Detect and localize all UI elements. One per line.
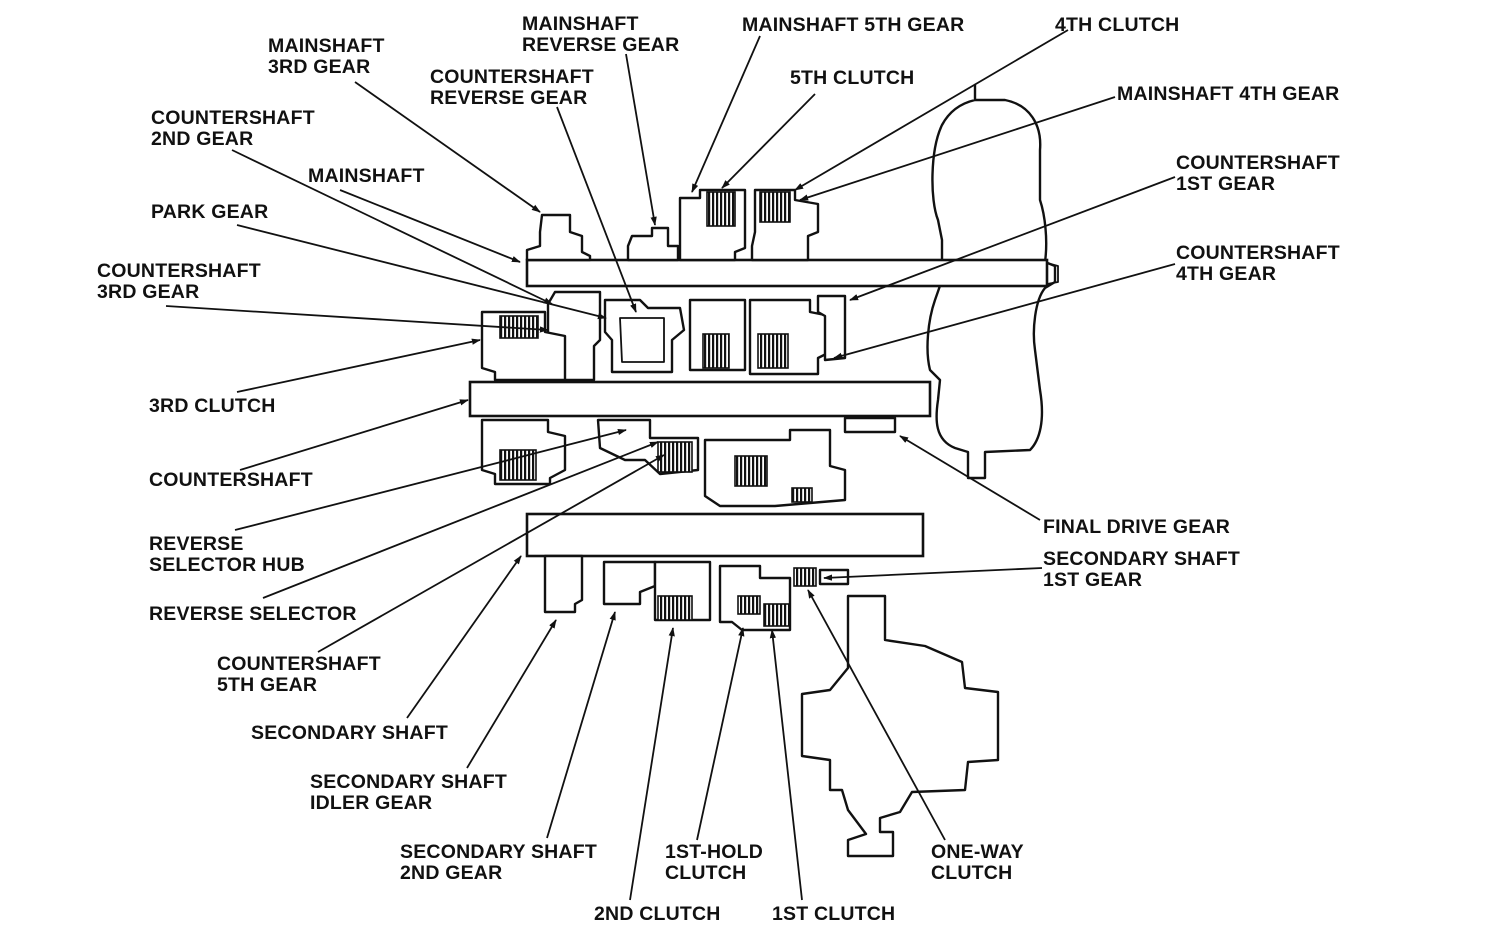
mainshaft-3rd-gear-part (525, 213, 592, 262)
label-countershaft-2nd-gear: COUNTERSHAFT 2ND GEAR (151, 107, 320, 150)
part-labels: MAINSHAFT 3RD GEAR MAINSHAFT REVERSE GEA… (97, 13, 1345, 925)
countershaft-body (468, 380, 932, 418)
countershaft-clutch-pack-left (702, 333, 730, 369)
secondary-shaft-2nd-gear-part (602, 560, 657, 606)
secondary-shaft-idler-gear-part (543, 554, 584, 614)
label-one-way-clutch: ONE-WAY CLUTCH (931, 841, 1029, 884)
label-final-drive-gear: FINAL DRIVE GEAR (1043, 516, 1230, 538)
label-2nd-clutch: 2ND CLUTCH (594, 903, 721, 925)
secondary-shaft-body (525, 512, 925, 558)
label-countershaft-reverse-gear: COUNTERSHAFT REVERSE GEAR (430, 66, 599, 109)
mainshaft-body (525, 258, 1049, 288)
label-mainshaft-4th-gear: MAINSHAFT 4TH GEAR (1117, 83, 1339, 105)
label-mainshaft: MAINSHAFT (308, 165, 425, 187)
one-way-clutch-pack (793, 567, 817, 587)
label-mainshaft-reverse-gear: MAINSHAFT REVERSE GEAR (522, 13, 679, 56)
1st-clutch-pack (763, 603, 791, 627)
label-3rd-clutch: 3RD CLUTCH (149, 395, 276, 417)
final-drive-pack (734, 455, 768, 487)
label-secondary-shaft-2nd-gear: SECONDARY SHAFT 2ND GEAR (400, 841, 603, 884)
label-secondary-shaft-idler-gear: SECONDARY SHAFT IDLER GEAR (310, 771, 513, 814)
label-reverse-selector: REVERSE SELECTOR (149, 603, 357, 625)
transmission-drawing (468, 83, 1059, 858)
label-park-gear: PARK GEAR (151, 201, 268, 223)
final-drive-gear-part (703, 428, 847, 508)
1st-hold-clutch-pack (737, 595, 761, 615)
label-countershaft-1st-gear: COUNTERSHAFT 1ST GEAR (1176, 152, 1345, 195)
label-mainshaft-3rd-gear: MAINSHAFT 3RD GEAR (268, 35, 390, 78)
label-5th-clutch: 5TH CLUTCH (790, 67, 914, 89)
label-countershaft-4th-gear: COUNTERSHAFT 4TH GEAR (1176, 242, 1345, 285)
label-countershaft-3rd-gear: COUNTERSHAFT 3RD GEAR (97, 260, 266, 303)
label-1st-clutch: 1ST CLUTCH (772, 903, 895, 925)
differential-housing (800, 594, 1000, 858)
label-countershaft-5th-gear: COUNTERSHAFT 5TH GEAR (217, 653, 386, 696)
label-reverse-selector-hub: REVERSE SELECTOR HUB (149, 533, 305, 576)
leader-lines (165, 29, 1176, 901)
countershaft-clutch-pack-right (757, 333, 789, 369)
label-1st-hold-clutch: 1ST-HOLD CLUTCH (665, 841, 769, 884)
5th-clutch-pack (706, 191, 736, 227)
2nd-clutch-pack (657, 595, 693, 621)
label-secondary-shaft-1st-gear: SECONDARY SHAFT 1ST GEAR (1043, 548, 1246, 591)
label-mainshaft-5th-gear: MAINSHAFT 5TH GEAR (742, 14, 964, 36)
label-secondary-shaft: SECONDARY SHAFT (251, 722, 448, 744)
reverse-selector-pack (657, 441, 693, 473)
mainshaft-reverse-gear-part (626, 226, 680, 262)
label-countershaft: COUNTERSHAFT (149, 469, 313, 491)
4th-clutch-pack (759, 191, 791, 223)
label-4th-clutch: 4TH CLUTCH (1055, 14, 1179, 36)
